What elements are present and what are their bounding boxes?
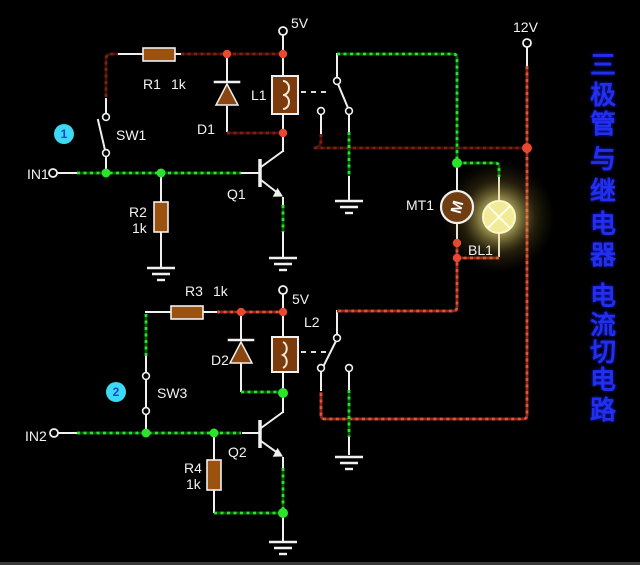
- title-char: 切: [589, 337, 616, 367]
- relay-contacts-2[interactable]: [316, 333, 354, 373]
- label-r1-value: 1k: [171, 76, 187, 92]
- label-12v: 12V: [513, 19, 539, 35]
- title-char: 电: [589, 281, 616, 311]
- title-char: 管: [589, 109, 616, 139]
- title-char: 流: [589, 310, 616, 340]
- title-char: 路: [589, 395, 616, 425]
- title-char: 器: [589, 240, 616, 270]
- label-sw3: SW3: [157, 385, 188, 401]
- ground-symbol: [269, 256, 297, 272]
- resistor-r4[interactable]: [206, 459, 222, 491]
- terminal-in1: [48, 168, 58, 178]
- terminal-in2: [49, 428, 59, 438]
- title-char: 与: [589, 144, 616, 174]
- terminal-5v-1: [278, 26, 288, 36]
- label-sw1: SW1: [116, 127, 147, 143]
- label-l1: L1: [251, 87, 267, 103]
- label-bl1: BL1: [468, 242, 493, 258]
- label-in2: IN2: [25, 428, 47, 444]
- title-char: 极: [589, 80, 616, 110]
- label-r4-value: 1k: [186, 476, 202, 492]
- terminal-5v-2: [278, 285, 288, 295]
- label-r3-value: 1k: [213, 283, 229, 299]
- title-char: 电: [589, 365, 616, 395]
- ground-symbol: [269, 540, 297, 556]
- switch-sw1[interactable]: [96, 112, 111, 158]
- diode-d2[interactable]: [227, 338, 255, 364]
- label-5v-bottom: 5V: [292, 291, 310, 307]
- ground-symbol: [335, 199, 363, 215]
- label-5v-top: 5V: [291, 15, 309, 31]
- switch-sw3[interactable]: [141, 371, 151, 416]
- badge-1-number: 1: [61, 127, 68, 141]
- label-d2: D2: [211, 352, 229, 368]
- resistor-r1[interactable]: [142, 47, 176, 62]
- title-char: 三: [589, 50, 616, 80]
- label-r4: R4: [184, 460, 202, 476]
- badge-1: 1: [54, 124, 74, 144]
- resistor-r3[interactable]: [170, 305, 204, 320]
- motor-mt1[interactable]: M: [439, 189, 475, 225]
- transistor-q1[interactable]: [258, 159, 283, 197]
- label-l2: L2: [304, 314, 320, 330]
- label-r1: R1: [143, 76, 161, 92]
- label-r2-value: 1k: [132, 220, 148, 236]
- label-q1: Q1: [227, 186, 246, 202]
- motor-letter: M: [448, 199, 468, 215]
- ground-symbol: [147, 266, 175, 282]
- badge-2: 2: [106, 382, 126, 402]
- label-d1: D1: [197, 121, 215, 137]
- relay-coil-l1[interactable]: [271, 75, 299, 115]
- label-q2: Q2: [228, 444, 247, 460]
- label-r3: R3: [185, 283, 203, 299]
- window-edge: [0, 562, 640, 565]
- junction-nodes: [101, 49, 532, 518]
- diode-d1[interactable]: [213, 80, 241, 106]
- label-in1: IN1: [27, 166, 49, 182]
- label-mt1: MT1: [406, 197, 434, 213]
- relay-coil-l2[interactable]: [271, 336, 299, 373]
- label-r2: R2: [129, 204, 147, 220]
- title-char: 继: [589, 176, 616, 206]
- relay-contacts-1[interactable]: [316, 76, 354, 116]
- ground-current-wires: [77, 52, 501, 515]
- bulb-bl1[interactable]: [482, 200, 516, 234]
- transistor-q2[interactable]: [258, 420, 283, 457]
- resistor-r2[interactable]: [153, 201, 169, 233]
- terminal-12v: [522, 38, 532, 48]
- idle-power-wires: [104, 52, 525, 150]
- title-char: 电: [589, 209, 616, 239]
- badge-2-number: 2: [113, 385, 120, 399]
- ground-symbol: [335, 455, 363, 471]
